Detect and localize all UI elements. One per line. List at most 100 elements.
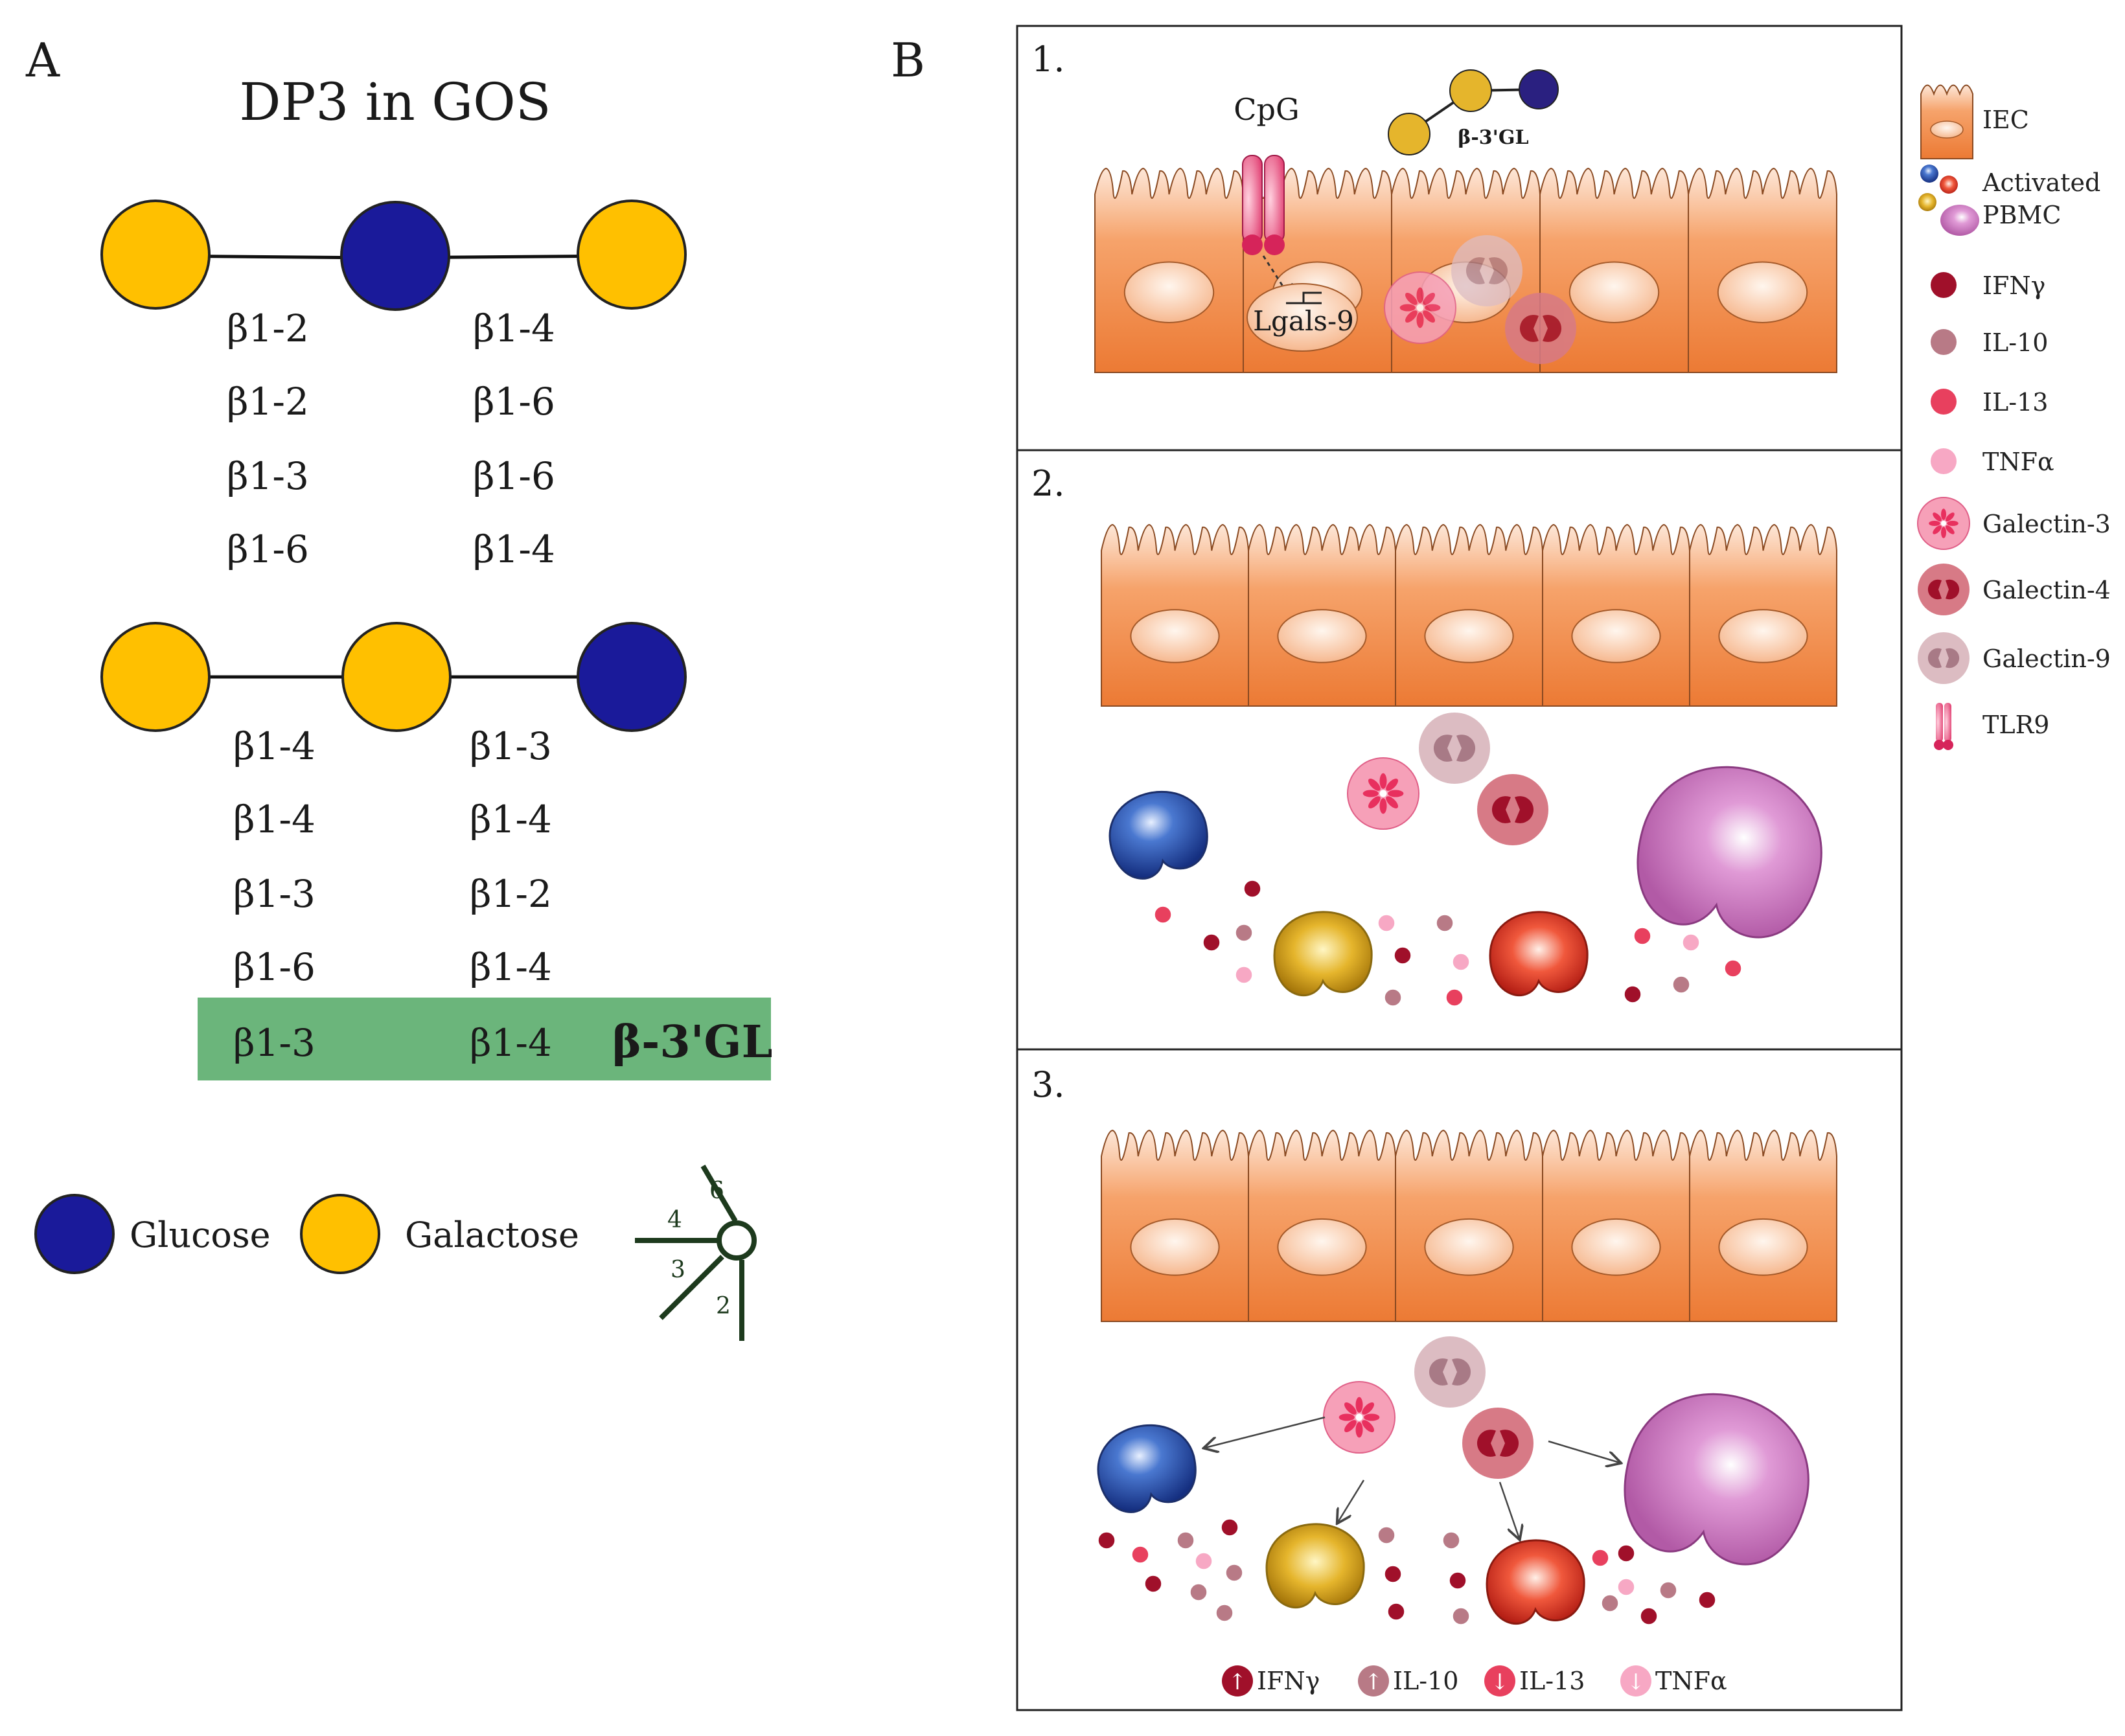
cytokine-legend-icon: [1931, 448, 1957, 474]
purple-immune-cell: [1624, 1393, 1809, 1566]
step-1-label: 1.: [1031, 39, 1065, 80]
step-3-panel: [1016, 1048, 1903, 1711]
epithelial-cell: [1542, 523, 1690, 707]
linkage-position-key: [635, 1164, 757, 1341]
epithelial-cell: [1689, 1129, 1837, 1322]
legend-label: IFNγ: [1982, 271, 2045, 300]
il10-dot: [1377, 1526, 1396, 1544]
linkage-label: β1-3: [470, 724, 552, 768]
position-3-label: 3: [671, 1257, 685, 1283]
epithelial-cell: [1539, 167, 1689, 373]
nucleus: [1277, 1218, 1367, 1276]
linkage-position-numbers: 6 4 3 2: [667, 1178, 731, 1319]
galectin-4-icon: [1505, 293, 1576, 364]
tlr9-receptor: [1242, 155, 1285, 255]
galectin-9-icon: [1918, 632, 1970, 684]
il10-dot: [1215, 1604, 1234, 1622]
glycan-structure-1: [100, 200, 687, 311]
step-3-arrows: [1205, 1416, 1620, 1538]
il10-dot: [1601, 1594, 1619, 1612]
step-3-immune-cells: [1097, 1336, 1809, 1625]
ifng-dot: [1640, 1607, 1658, 1625]
down-arrow-icon: [1620, 1665, 1651, 1696]
position-4-label: 4: [667, 1207, 682, 1233]
up-arrow-icon: [1222, 1665, 1253, 1696]
structure-2-linkages: β1-4 β1-4 β1-3 β1-6 β1-3 β1-3 β1-4 β1-2 …: [233, 724, 552, 1065]
iec-legend-icon: [1920, 84, 1973, 159]
epithelium-step-3: [1101, 1129, 1837, 1322]
tnfa-dot: [1235, 966, 1253, 984]
step-1-galectins: [1384, 235, 1576, 364]
il13-dot: [1154, 906, 1172, 924]
nucleus: [1130, 1218, 1220, 1276]
tnfa-dot: [1682, 933, 1700, 952]
cytokine-effect: ↑IFNγ: [1222, 1665, 1320, 1696]
galectin-3-icon: [1917, 497, 1970, 550]
legend-label: IL-10: [1982, 328, 2048, 357]
galactose-residue: [100, 200, 211, 310]
linkage-label: β1-2: [227, 306, 309, 350]
effect-direction: ↑: [1364, 1669, 1383, 1695]
effect-label: TNFα: [1655, 1667, 1727, 1695]
ifng-dot: [1097, 1531, 1116, 1549]
linkage-label: β1-4: [233, 797, 316, 841]
epithelial-cell: [1689, 523, 1837, 707]
nucleus: [1718, 1218, 1808, 1276]
linkage-label: β1-4: [473, 527, 555, 571]
galactose-residue: [577, 200, 687, 310]
linkage-label: β1-4: [470, 797, 552, 841]
cytokine-legend-icon: [1931, 272, 1957, 298]
galectin-3-icon: [1323, 1381, 1396, 1454]
ifng-dot: [1243, 880, 1261, 898]
ifng-dot: [1387, 1603, 1405, 1621]
nucleus: [1424, 1218, 1514, 1276]
glucose-residue: [340, 201, 450, 311]
gold-immune-cell: [1265, 1523, 1365, 1609]
ifng-dot: [1221, 1518, 1239, 1536]
il10-dot: [1177, 1531, 1195, 1549]
tlr9-legend-icon: [1934, 703, 1953, 750]
beta-3gl-highlight: [198, 998, 771, 1080]
nucleus-lgals9: [1246, 283, 1358, 352]
il10-dot: [1436, 914, 1454, 932]
effect-direction: ↓: [1627, 1669, 1646, 1695]
cytokine-effect: ↑IL-10: [1358, 1665, 1458, 1696]
galactose-residue: [1388, 113, 1430, 155]
il13-dot: [1724, 959, 1742, 977]
tnfa-dot: [1377, 914, 1396, 932]
effect-direction: ↑: [1228, 1669, 1247, 1695]
cpg-label: CpG: [1234, 92, 1299, 127]
cytokine-effect: ↓ TNFα: [1620, 1665, 1727, 1696]
legend-label: PBMC: [1982, 201, 2061, 229]
linkage-label: β1-3: [233, 872, 316, 916]
il10-dot: [1672, 976, 1690, 994]
tnfa-dot: [1617, 1578, 1635, 1596]
tnfa-dot: [1195, 1552, 1213, 1570]
galectin-4-icon: [1918, 564, 1970, 615]
linkage-label: β1-2: [470, 872, 552, 916]
epithelial-cell: [1101, 523, 1249, 707]
nucleus: [1718, 609, 1808, 663]
ifng-dot: [1698, 1591, 1716, 1609]
lgals9-gene-label: Lgals-9: [1253, 305, 1354, 337]
cytokine-legend-icon: [1931, 389, 1957, 415]
legend-label: TLR9: [1982, 711, 2049, 739]
position-6-label: 6: [709, 1178, 724, 1204]
linkage-label: β1-4: [470, 1021, 552, 1065]
epithelial-cell: [1395, 1129, 1543, 1322]
nucleus: [1130, 609, 1220, 663]
beta-3gl-molecule: [1388, 69, 1559, 155]
pbmc-legend-icon: [1918, 165, 1979, 236]
il13-dot: [1633, 927, 1651, 945]
galactose-residue: [341, 622, 452, 732]
ifng-dot: [1624, 985, 1642, 1003]
glucose-legend-label: Glucose: [130, 1215, 271, 1255]
glucose-residue: [1519, 69, 1559, 109]
galactose-legend-label: Galactose: [405, 1215, 579, 1255]
nucleus: [1571, 1218, 1661, 1276]
panel-b-legend: IECActivatedPBMCIFNγIL-10IL-13TNFαGalect…: [1917, 84, 2111, 750]
ifng-dot: [1202, 933, 1221, 952]
linkage-label: β1-3: [227, 454, 309, 498]
ifng-dot: [1394, 946, 1412, 965]
